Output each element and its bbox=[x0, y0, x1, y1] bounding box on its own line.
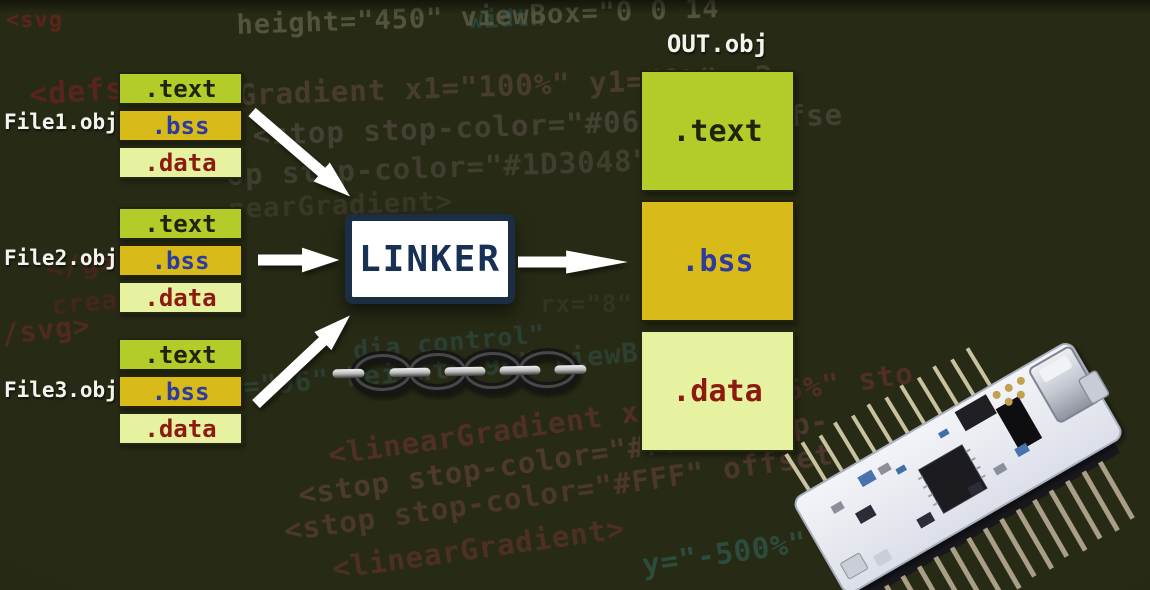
file1-label: File1.obj bbox=[4, 110, 118, 134]
output-stack: .text .bss .data bbox=[640, 70, 795, 460]
file2-stack: .text .bss .data bbox=[118, 207, 243, 318]
file2-text-section: .text bbox=[118, 207, 243, 240]
output-data-section: .data bbox=[640, 330, 795, 452]
file3-text-section: .text bbox=[118, 338, 243, 371]
file3-data-section: .data bbox=[118, 412, 243, 445]
file2-bss-section: .bss bbox=[118, 244, 243, 277]
file1-stack: .text .bss .data bbox=[118, 72, 243, 183]
output-bss-section: .bss bbox=[640, 200, 795, 322]
file3-stack: .text .bss .data bbox=[118, 338, 243, 449]
output-title: OUT.obj bbox=[666, 30, 769, 58]
file2-label: File2.obj bbox=[4, 246, 118, 270]
output-text-section: .text bbox=[640, 70, 795, 192]
file1-text-section: .text bbox=[118, 72, 243, 105]
linker-box: LINKER bbox=[345, 214, 515, 304]
file3-bss-section: .bss bbox=[118, 375, 243, 408]
file3-label: File3.obj bbox=[4, 378, 118, 402]
file1-bss-section: .bss bbox=[118, 109, 243, 142]
file2-data-section: .data bbox=[118, 281, 243, 314]
file1-data-section: .data bbox=[118, 146, 243, 179]
